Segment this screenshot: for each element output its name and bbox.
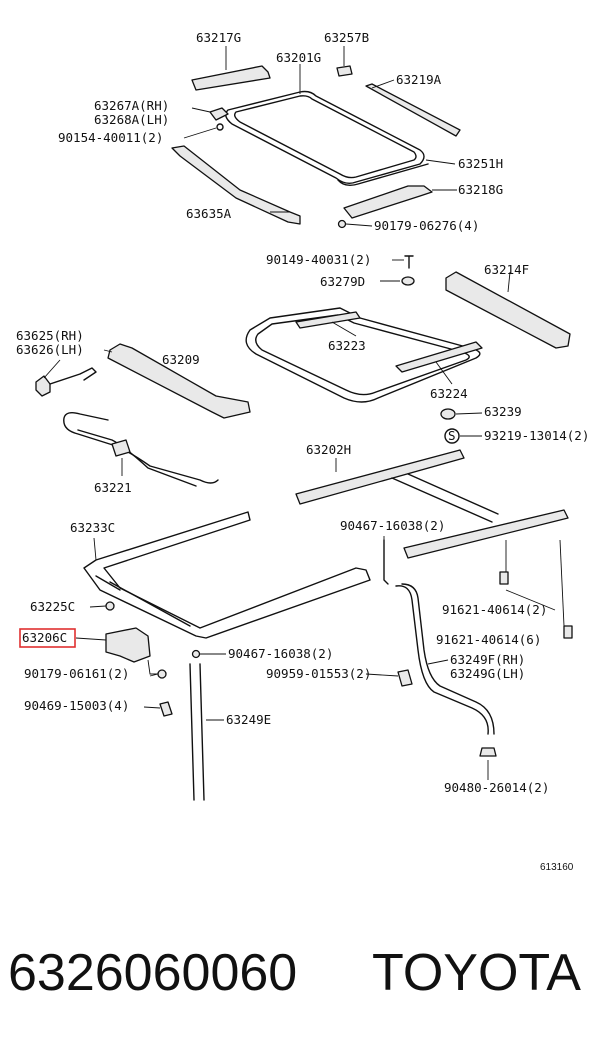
label-90179-06161: 90179-06161(2) — [24, 666, 129, 681]
label-93219: 93219-13014(2) — [484, 428, 589, 443]
part-90467-b-shape — [191, 649, 201, 659]
part-90959-shape — [397, 669, 413, 687]
label-63249g: 63249G(LH) — [450, 666, 525, 681]
part-90179-shape — [337, 219, 347, 229]
part-63249e-drain-hose — [189, 663, 205, 801]
part-63249f-drain-hose — [395, 583, 495, 735]
part-63239-shape — [440, 408, 456, 420]
part-63202h-rail — [295, 449, 569, 559]
part-63209-shape — [107, 343, 251, 419]
part-91621-b-shape — [563, 625, 573, 639]
label-63267a: 63267A(RH) — [94, 98, 169, 113]
label-63635a: 63635A — [186, 206, 232, 221]
label-90469: 90469-15003(4) — [24, 698, 129, 713]
label-63209: 63209 — [162, 352, 200, 367]
figure-number: 613160 — [540, 862, 574, 873]
part-63625-shape — [35, 367, 97, 397]
part-90469-shape — [159, 701, 173, 717]
part-63219a-shape — [365, 83, 461, 137]
highlight-box-63206c — [19, 628, 76, 648]
label-63202h: 63202H — [306, 442, 351, 457]
brand-caption: TOYOTA — [372, 944, 581, 1002]
part-63201g-glass — [225, 90, 429, 187]
label-63233c: 63233C — [70, 520, 115, 535]
label-63224: 63224 — [430, 386, 468, 401]
s-symbol: S — [448, 428, 456, 443]
label-63219a: 63219A — [396, 72, 442, 87]
part-63233c-frame — [83, 511, 371, 639]
label-63217g: 63217G — [196, 30, 241, 45]
labels: 63217G 63257B 63201G 63219A 63267A(RH) 6… — [16, 30, 589, 873]
label-63223: 63223 — [328, 338, 366, 353]
label-63221: 63221 — [94, 480, 132, 495]
part-90467-a-shape — [383, 539, 389, 585]
label-90179-06276: 90179-06276(4) — [374, 218, 479, 233]
part-90480-shape — [479, 747, 497, 757]
part-63225c-shape — [105, 601, 115, 611]
part-63206c-motor — [105, 627, 151, 663]
part-90149-shape — [404, 255, 414, 269]
label-63279d: 63279D — [320, 274, 365, 289]
part-63221-harness — [63, 411, 219, 487]
label-63626: 63626(LH) — [16, 342, 84, 357]
label-63239: 63239 — [484, 404, 522, 419]
label-63206c-highlighted: 63206C — [22, 630, 67, 645]
label-63249f: 63249F(RH) — [450, 652, 525, 667]
label-63249e: 63249E — [226, 712, 271, 727]
label-90959: 90959-01553(2) — [266, 666, 371, 681]
label-63268a: 63268A(LH) — [94, 112, 169, 127]
label-63225c: 63225C — [30, 599, 75, 614]
leader-lines — [43, 46, 565, 780]
label-91621-2: 91621-40614(2) — [442, 602, 547, 617]
part-63279d-shape — [401, 276, 415, 286]
label-90149: 90149-40031(2) — [266, 252, 371, 267]
part-63635a-shape — [171, 145, 301, 225]
label-63201g: 63201G — [276, 50, 321, 65]
label-90154: 90154-40011(2) — [58, 130, 163, 145]
part-63217g-shape — [191, 65, 271, 91]
part-63257b-shape — [336, 65, 353, 77]
part-90179-06161-shape — [157, 669, 167, 679]
part-63224-shape — [395, 341, 483, 373]
label-91621-6: 91621-40614(6) — [436, 632, 541, 647]
part-63267a-shape — [209, 107, 229, 131]
label-90480: 90480-26014(2) — [444, 780, 549, 795]
part-63218g-shape — [343, 185, 433, 219]
label-63251h: 63251H — [458, 156, 503, 171]
label-90467-16038-b: 90467-16038(2) — [228, 646, 333, 661]
label-63625: 63625(RH) — [16, 328, 84, 343]
part-number-caption: 6326060060 — [8, 944, 297, 1002]
part-93219-shape — [444, 428, 460, 444]
label-90467-16038-a: 90467-16038(2) — [340, 518, 445, 533]
part-91621-a-shape — [499, 571, 509, 585]
label-63257b: 63257B — [324, 30, 369, 45]
label-63214f: 63214F — [484, 262, 529, 277]
label-63218g: 63218G — [458, 182, 503, 197]
part-63214f-shape — [445, 271, 571, 349]
